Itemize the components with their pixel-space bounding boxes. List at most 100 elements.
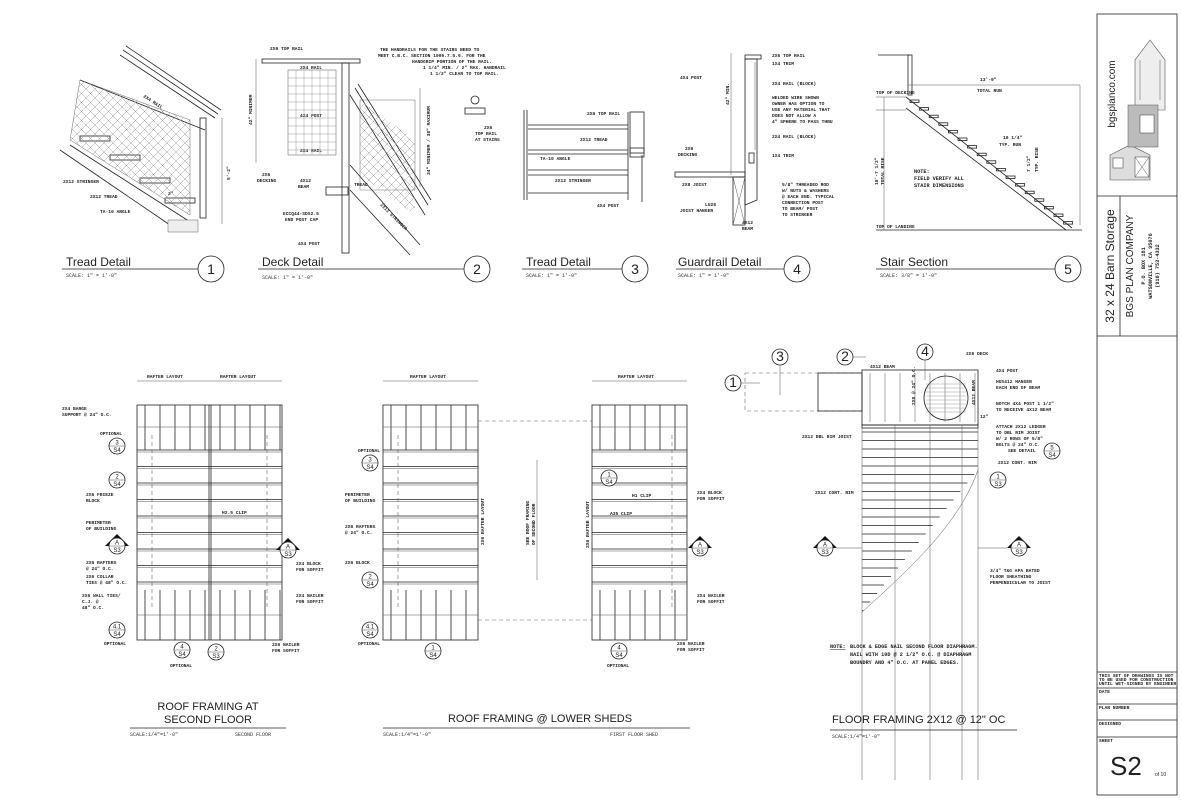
- label: TOP OF LANDING: [876, 224, 915, 230]
- label: END POST CAP: [285, 217, 318, 223]
- wire-mesh-line: [0, 70, 60, 225]
- stair-tread: [976, 152, 987, 157]
- label: 2X12 TREAD: [580, 137, 608, 143]
- label: OF SECOND FLOOR: [531, 503, 537, 545]
- note-line: OWNER HAS OPTION TO: [772, 101, 825, 107]
- wire-mesh-line: [70, 80, 124, 215]
- label: TIES @ 48" O.C.: [86, 580, 127, 586]
- label: 2X4 RAIL (BLOCK): [772, 134, 816, 140]
- label: @ 24" O.C.: [86, 566, 114, 572]
- detail-callout: 5S4: [1043, 442, 1061, 460]
- label: TA-10 ANGLE: [100, 209, 131, 215]
- stair-tread: [1063, 221, 1073, 225]
- callout-number: 2: [368, 575, 372, 581]
- label: 2X6: [262, 172, 271, 178]
- label: ATTACH 2X12 LEDGER: [996, 424, 1046, 430]
- wire-mesh-line: [174, 80, 190, 215]
- callout-sheet: S3: [1015, 550, 1023, 556]
- label: 48" O.C.: [82, 605, 104, 611]
- detail-callout: 4S4: [173, 641, 191, 659]
- callout-sheet: S4: [178, 652, 186, 658]
- section-marker: AS3: [276, 538, 300, 559]
- label: 5'-2": [226, 166, 232, 180]
- label: TOTAL RISE: [880, 157, 886, 185]
- stair-tread: [1024, 190, 1035, 195]
- callout-number: 2: [214, 647, 218, 653]
- label: 2X4 NAILER: [296, 593, 324, 599]
- deck-opening: [923, 375, 969, 421]
- note-line: 1 1/4" MIN. / 2" MAX. HANDRAIL: [423, 65, 506, 71]
- note-line: CONNECTION POST: [782, 200, 824, 206]
- stair-tread: [1015, 183, 1025, 187]
- label: OPTIONAL: [358, 448, 380, 454]
- sheet-label: SHEET: [1099, 738, 1113, 744]
- title-block: bgsplanco.com 32 x 24 Barn Storage BGS P…: [1096, 13, 1178, 796]
- company-address-1: P.O. BOX 181: [1141, 247, 1147, 284]
- label: BOLTS @ 24" O.C.: [996, 442, 1040, 448]
- label: TYP. RISE: [1034, 147, 1040, 172]
- section-marker: AS3: [688, 536, 712, 557]
- note-line: 1 1/2" CLEAR TO TOP RAIL.: [430, 71, 499, 77]
- label: 42" MINIMUM: [248, 94, 254, 125]
- stair-section-5-drawing: 13'-9" TOTAL RUN TOP OF DECKING 10'-7 1/…: [874, 54, 1082, 231]
- label: 2X4 BARGE: [62, 406, 87, 412]
- label: 2X4 RAIL: [300, 65, 322, 71]
- note-line: TO BEAM/ POST: [782, 206, 818, 212]
- label: TYP. RUN: [999, 142, 1021, 148]
- label: TA-10 ANGLE: [540, 156, 571, 162]
- label: 4X4 POST: [298, 241, 320, 247]
- note-line: @ EACH END. TYPICAL: [782, 194, 835, 200]
- label: SUPPORT @ 24" O.C.: [62, 412, 112, 418]
- wire-mesh-line: [70, 80, 142, 215]
- label: TREAD: [354, 182, 368, 188]
- disclaimer-line: TO BE USED FOR CONSTRUCTION: [1099, 677, 1174, 683]
- callout-number: 1: [996, 475, 1000, 481]
- note-line: STAIR DIMENSIONS: [914, 183, 964, 189]
- note-label: NOTE:: [830, 644, 846, 650]
- guardrail-detail-4-drawing: 2X6 TOP RAIL 1X4 TRIM 4X4 POST 2X4 RAIL …: [674, 53, 835, 232]
- wire-mesh-line: [70, 80, 106, 215]
- plan-number-label: PLAN NUMBER: [1099, 705, 1130, 711]
- label: TO DBL RIM JOIST: [996, 430, 1040, 436]
- plan-outline: [591, 404, 688, 641]
- wire-mesh-line: [147, 80, 190, 215]
- label: 2X6 WALL TIES/: [82, 593, 121, 599]
- plan-title: SECOND FLOOR: [164, 714, 252, 726]
- label: OPTIONAL: [170, 663, 192, 669]
- wire-mesh-line: [0, 70, 69, 225]
- dimension-label: RAFTER LAYOUT: [147, 374, 183, 380]
- section-marker: AS3: [105, 534, 129, 555]
- label: EACH END OF BEAM: [996, 385, 1040, 391]
- note-label: NOTE:: [914, 169, 930, 175]
- label: OPTIONAL: [100, 431, 122, 437]
- callout-sheet: S3: [113, 548, 121, 554]
- label: PERIMETER: [345, 492, 370, 498]
- wire-mesh-line: [391, 100, 415, 215]
- plan-scale: SCALE:1/4"=1'-0": [383, 732, 431, 738]
- callout-number: 4: [617, 646, 621, 652]
- label: @ 24" O.C.: [345, 530, 373, 536]
- label: H1 CLIP: [632, 493, 652, 499]
- detail-ref: 4: [921, 343, 929, 359]
- callout-number: 3: [115, 441, 119, 447]
- detail-callout: 1S4: [600, 469, 618, 487]
- label: 2X6 RAFTER LAYOUT: [585, 501, 591, 548]
- wire-mesh-line: [70, 80, 115, 215]
- label: TOTAL RUN: [977, 88, 1002, 94]
- label: 12": [980, 414, 989, 420]
- label: 42" MIN.: [725, 83, 731, 105]
- detail-title: Tread Detail: [66, 255, 131, 269]
- label: DECKING: [678, 152, 698, 158]
- detail-number-bubble: [197, 255, 225, 283]
- note-line: BLOCK & EDGE NAIL SECOND FLOOR DIAPHRAGM…: [850, 644, 978, 650]
- wire-mesh-line: [360, 100, 415, 215]
- wire-mesh-line: [70, 80, 133, 215]
- wire-mesh-line: [360, 100, 392, 215]
- detail-title: Deck Detail: [262, 255, 323, 269]
- stair-tread: [938, 122, 949, 126]
- rim-joist: [861, 424, 979, 429]
- label: PERIMETER: [86, 520, 111, 526]
- wire-mesh-line: [70, 80, 106, 215]
- label: OF BUILDING: [345, 498, 376, 504]
